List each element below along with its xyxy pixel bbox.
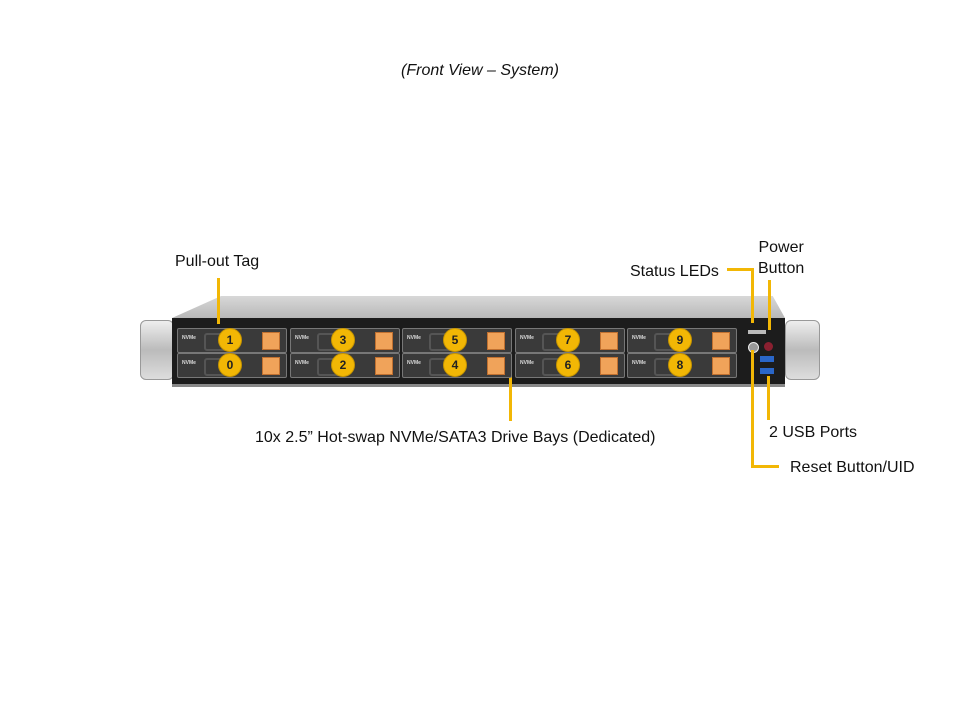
nvme-tag: NVMe: [632, 360, 646, 366]
callout-power-button: [768, 280, 771, 330]
nvme-tag: NVMe: [520, 335, 534, 341]
label-button: Button: [758, 260, 805, 277]
bay-number: 2: [331, 353, 355, 377]
bay-release-latch[interactable]: [487, 332, 505, 350]
bay-number: 5: [443, 328, 467, 352]
label-status-leds: Status LEDs: [630, 263, 719, 280]
diagram-title: (Front View – System): [401, 62, 559, 79]
nvme-tag: NVMe: [182, 335, 196, 341]
drive-bay[interactable]: NVMe 6: [515, 353, 625, 378]
usb-port-1[interactable]: [760, 356, 774, 362]
label-reset-button: Reset Button/UID: [790, 459, 915, 476]
bay-number: 6: [556, 353, 580, 377]
nvme-tag: NVMe: [632, 335, 646, 341]
bay-number: 0: [218, 353, 242, 377]
drive-bay[interactable]: NVMe 3: [290, 328, 400, 353]
drive-bay[interactable]: NVMe 0: [177, 353, 287, 378]
bay-release-latch[interactable]: [262, 332, 280, 350]
callout-pull-out-tag: [217, 278, 220, 324]
label-power: Power: [758, 239, 804, 256]
bay-release-latch[interactable]: [262, 357, 280, 375]
label-drive-bays: 10x 2.5” Hot-swap NVMe/SATA3 Drive Bays …: [255, 429, 656, 446]
callout-usb-ports: [767, 376, 770, 420]
callout-reset-button: [751, 350, 754, 468]
power-button[interactable]: [764, 342, 773, 351]
right-rack-handle: [785, 320, 820, 380]
drive-bay[interactable]: NVMe 2: [290, 353, 400, 378]
nvme-tag: NVMe: [520, 360, 534, 366]
label-usb-ports: 2 USB Ports: [769, 424, 858, 441]
bay-number: 1: [218, 328, 242, 352]
bay-release-latch[interactable]: [712, 332, 730, 350]
nvme-tag: NVMe: [182, 360, 196, 366]
bay-release-latch[interactable]: [375, 357, 393, 375]
callout-status-leds: [727, 268, 753, 271]
drive-bay[interactable]: NVMe 9: [627, 328, 737, 353]
bay-number: 3: [331, 328, 355, 352]
callout-reset-button-horizontal: [751, 465, 779, 468]
usb-port-2[interactable]: [760, 368, 774, 374]
chassis-top: [172, 296, 785, 318]
nvme-tag: NVMe: [295, 360, 309, 366]
left-rack-handle: [140, 320, 174, 380]
bay-release-latch[interactable]: [600, 332, 618, 350]
drive-bay[interactable]: NVMe 5: [402, 328, 512, 353]
bay-number: 4: [443, 353, 467, 377]
status-led-icons: [748, 330, 766, 334]
drive-bay[interactable]: NVMe 7: [515, 328, 625, 353]
bay-release-latch[interactable]: [487, 357, 505, 375]
nvme-tag: NVMe: [295, 335, 309, 341]
drive-bay[interactable]: NVMe 4: [402, 353, 512, 378]
bay-number: 8: [668, 353, 692, 377]
nvme-tag: NVMe: [407, 335, 421, 341]
bay-release-latch[interactable]: [600, 357, 618, 375]
bay-number: 7: [556, 328, 580, 352]
label-power-button: Power Button: [758, 237, 804, 279]
bay-release-latch[interactable]: [375, 332, 393, 350]
callout-drive-bays: [509, 366, 512, 421]
nvme-tag: NVMe: [407, 360, 421, 366]
label-pull-out-tag: Pull-out Tag: [175, 253, 260, 270]
drive-bay[interactable]: NVMe 1: [177, 328, 287, 353]
bay-number: 9: [668, 328, 692, 352]
callout-status-leds-vertical: [751, 268, 754, 323]
drive-bay[interactable]: NVMe 8: [627, 353, 737, 378]
bay-release-latch[interactable]: [712, 357, 730, 375]
